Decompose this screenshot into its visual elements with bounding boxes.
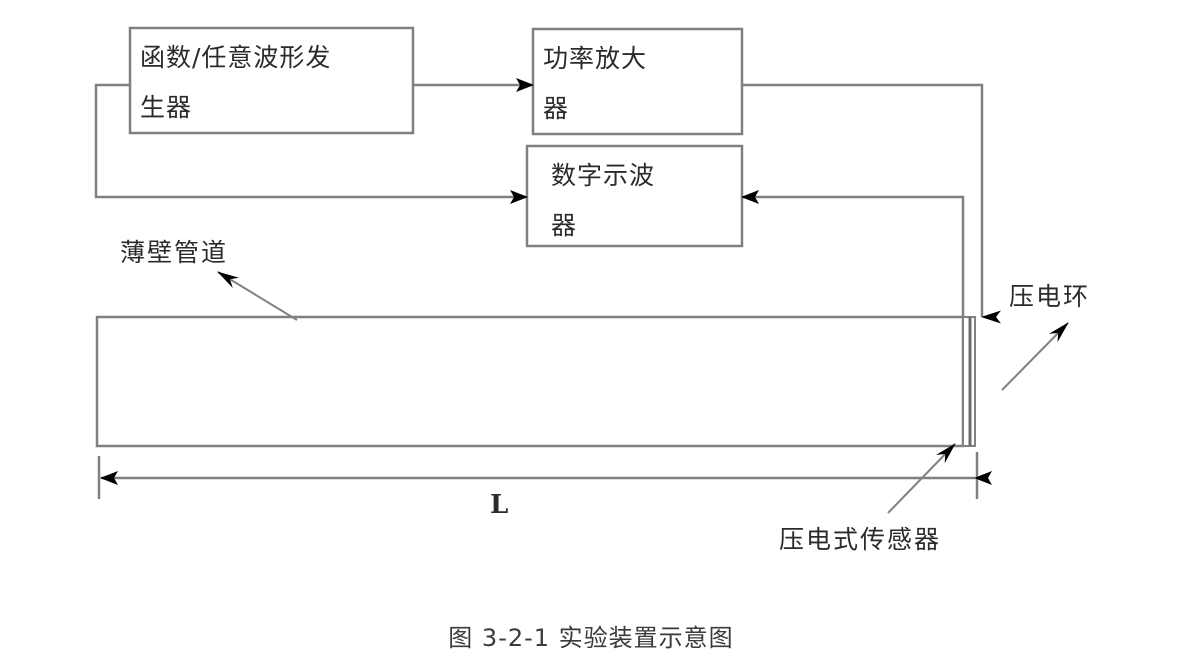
piezo-ring-label: 压电环: [1009, 282, 1091, 311]
wire-amplifier-to-piezo-ring: [742, 83, 1001, 324]
wire-generator-to-oscilloscope: [94, 83, 528, 204]
thin-wall-pipe-body: [95, 315, 965, 448]
dimension-length-label: L: [490, 490, 509, 520]
leader-piezo-ring: [1001, 322, 1069, 391]
power-amplifier-box: [531, 27, 744, 136]
piezo-sensor-label: 压电式传感器: [779, 525, 942, 554]
figure-caption: 图 3-2-1 实验装置示意图: [448, 624, 734, 652]
wire-sensor-to-oscilloscope: [741, 190, 965, 317]
digital-oscilloscope-box: [525, 144, 744, 248]
leader-thin-wall-pipe: [217, 271, 298, 321]
thin-wall-pipe-label: 薄壁管道: [120, 238, 229, 267]
function-generator-box: [128, 26, 415, 135]
